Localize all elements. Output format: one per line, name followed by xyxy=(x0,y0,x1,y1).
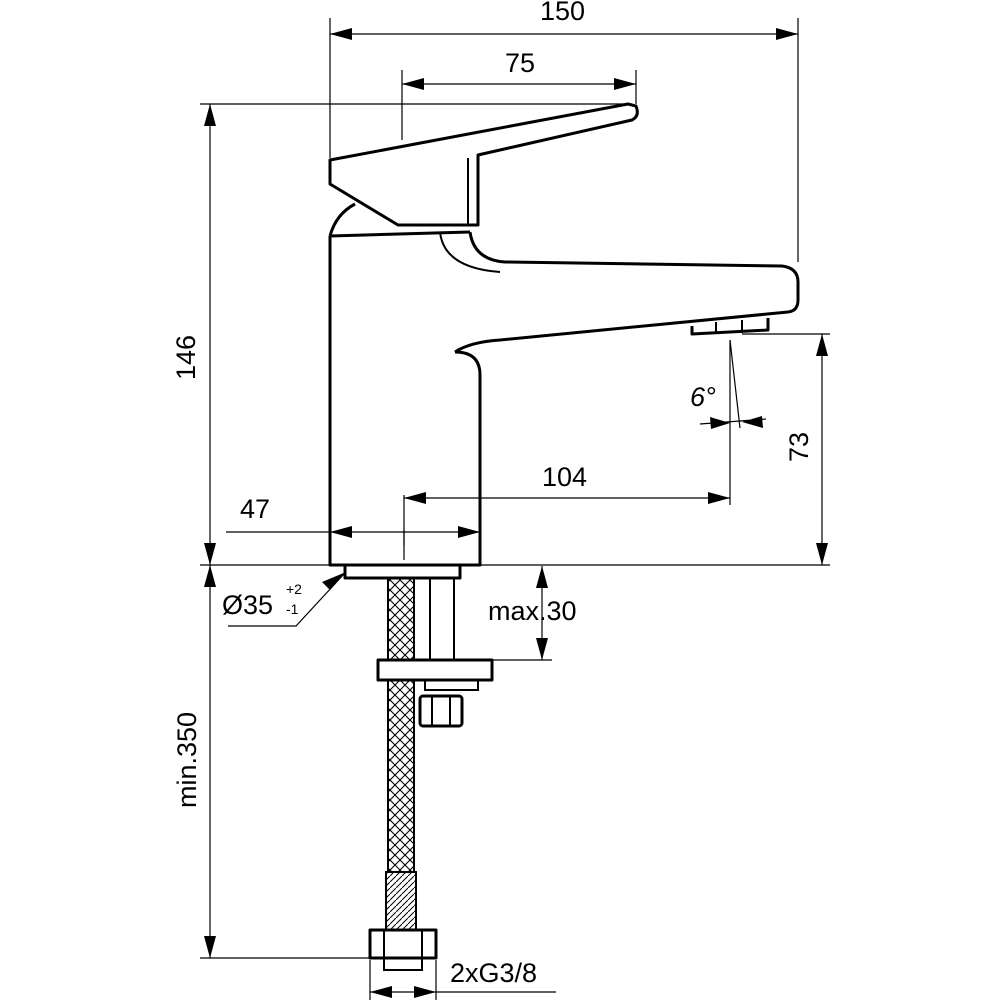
dim-spout-angle: 6° xyxy=(690,382,716,412)
dim-base-width: 47 xyxy=(240,494,270,524)
dim-connection: 2xG3/8 xyxy=(450,958,537,988)
extension-lines xyxy=(200,18,830,1000)
dim-max-counter-thickness: max.30 xyxy=(488,596,577,626)
dimension-labels: 150 75 146 47 104 73 6° Ø35 +2 -1 max.30… xyxy=(171,0,814,988)
dim-base-diameter: Ø35 xyxy=(222,590,273,620)
dim-spout-reach: 104 xyxy=(542,462,587,492)
dim-total-height: 146 xyxy=(171,335,201,380)
dimension-lines xyxy=(204,28,828,998)
dim-spout-height: 73 xyxy=(784,432,814,462)
faucet-handle xyxy=(328,102,639,227)
dim-base-diameter-tol-upper: +2 xyxy=(286,581,302,597)
mounting-parts xyxy=(343,565,494,971)
dim-handle-width: 75 xyxy=(505,48,535,78)
dim-base-diameter-tol-lower: -1 xyxy=(286,601,299,617)
dim-min-hose-length: min.350 xyxy=(172,712,202,808)
dim-total-width: 150 xyxy=(540,0,585,26)
faucet-body xyxy=(328,202,800,567)
